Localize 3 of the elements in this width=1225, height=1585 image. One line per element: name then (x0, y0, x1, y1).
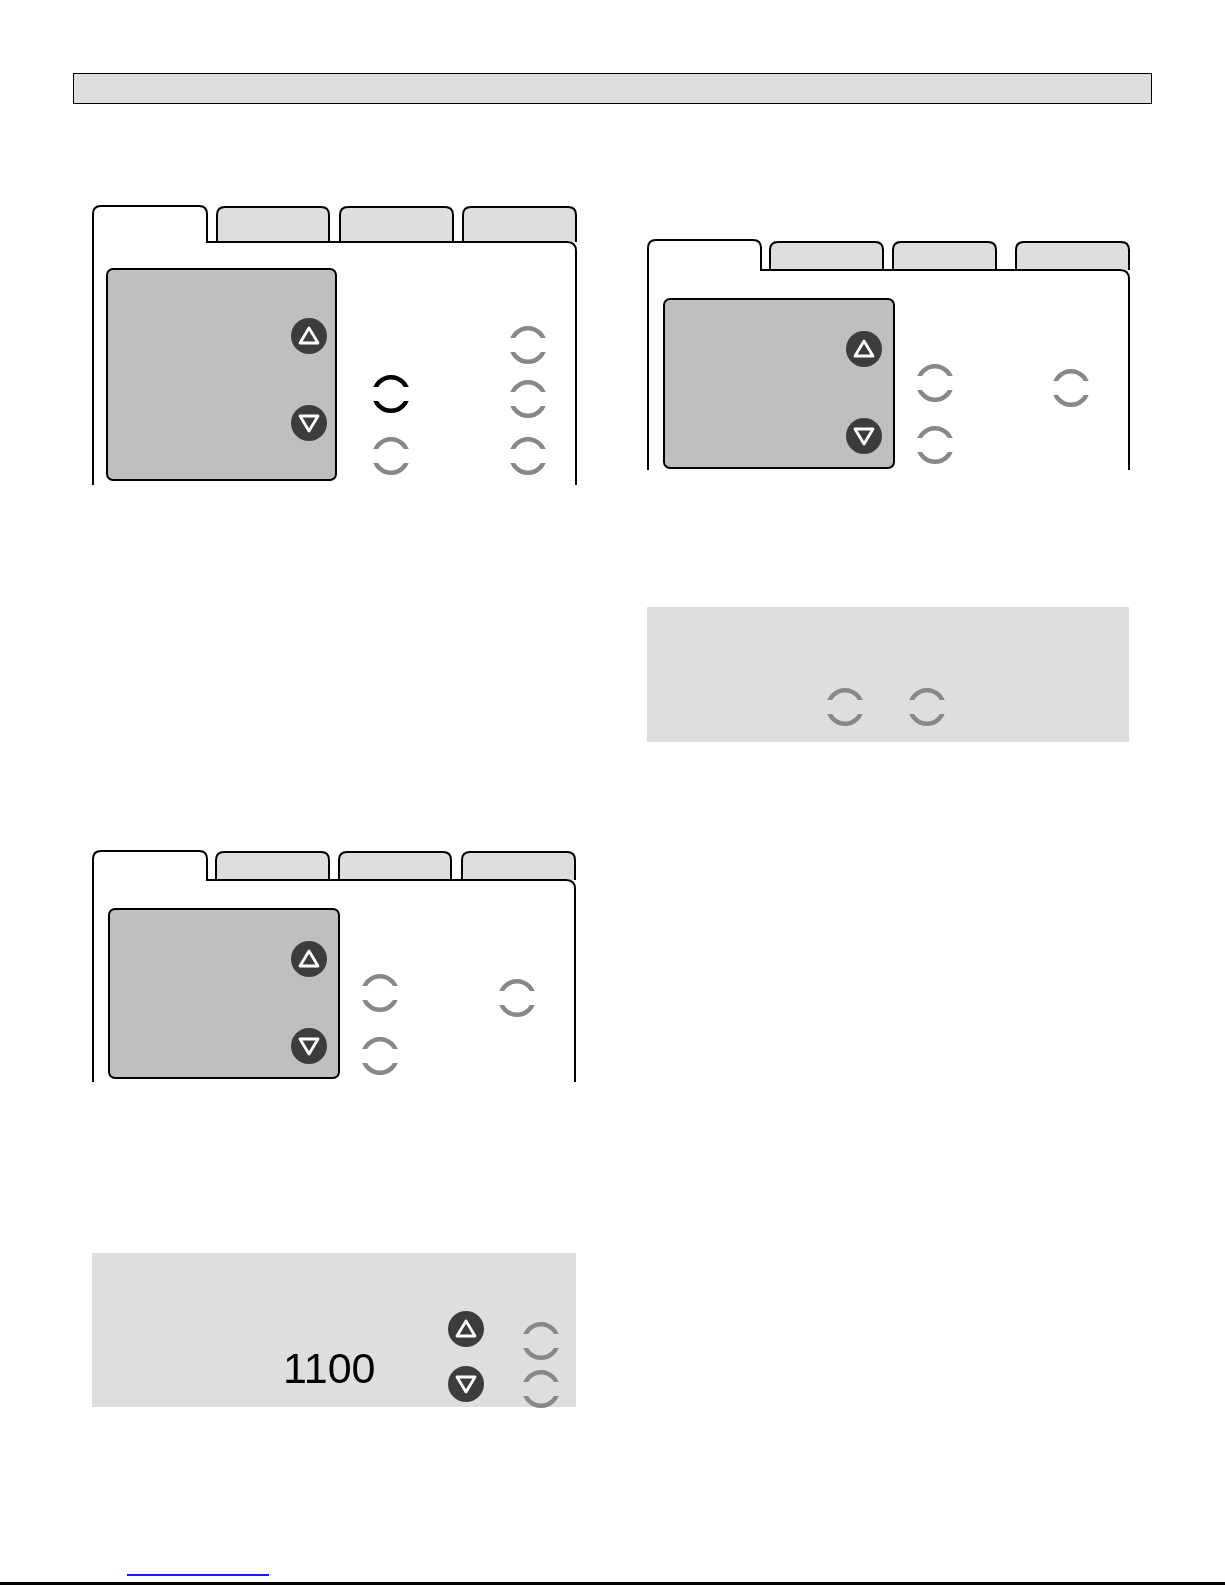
info-panel (647, 607, 1129, 742)
info-panel (92, 1253, 576, 1407)
display-value: 1100 (283, 1347, 376, 1390)
